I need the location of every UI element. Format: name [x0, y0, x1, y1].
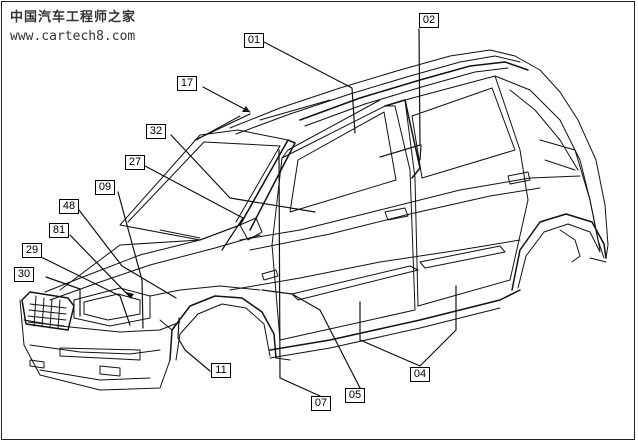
callout-09: 09: [95, 180, 115, 195]
callout-04: 04: [410, 367, 430, 382]
leader-lines: [34, 28, 457, 397]
callout-01: 01: [244, 33, 264, 48]
callout-29: 29: [22, 243, 42, 258]
watermark-url: www.cartech8.com: [10, 29, 136, 44]
callout-32: 32: [146, 124, 166, 139]
callout-11: 11: [211, 363, 231, 378]
leader-arrows: [126, 106, 250, 298]
callout-27: 27: [125, 155, 145, 170]
body-outline: [19, 49, 609, 391]
callout-02: 02: [419, 13, 439, 28]
callout-05: 05: [345, 388, 365, 403]
callout-17: 17: [177, 76, 197, 91]
callout-48: 48: [59, 199, 79, 214]
watermark-title: 中国汽车工程师之家: [10, 10, 137, 25]
callout-30: 30: [14, 267, 34, 282]
callout-07: 07: [311, 396, 331, 411]
callout-81: 81: [49, 223, 69, 238]
